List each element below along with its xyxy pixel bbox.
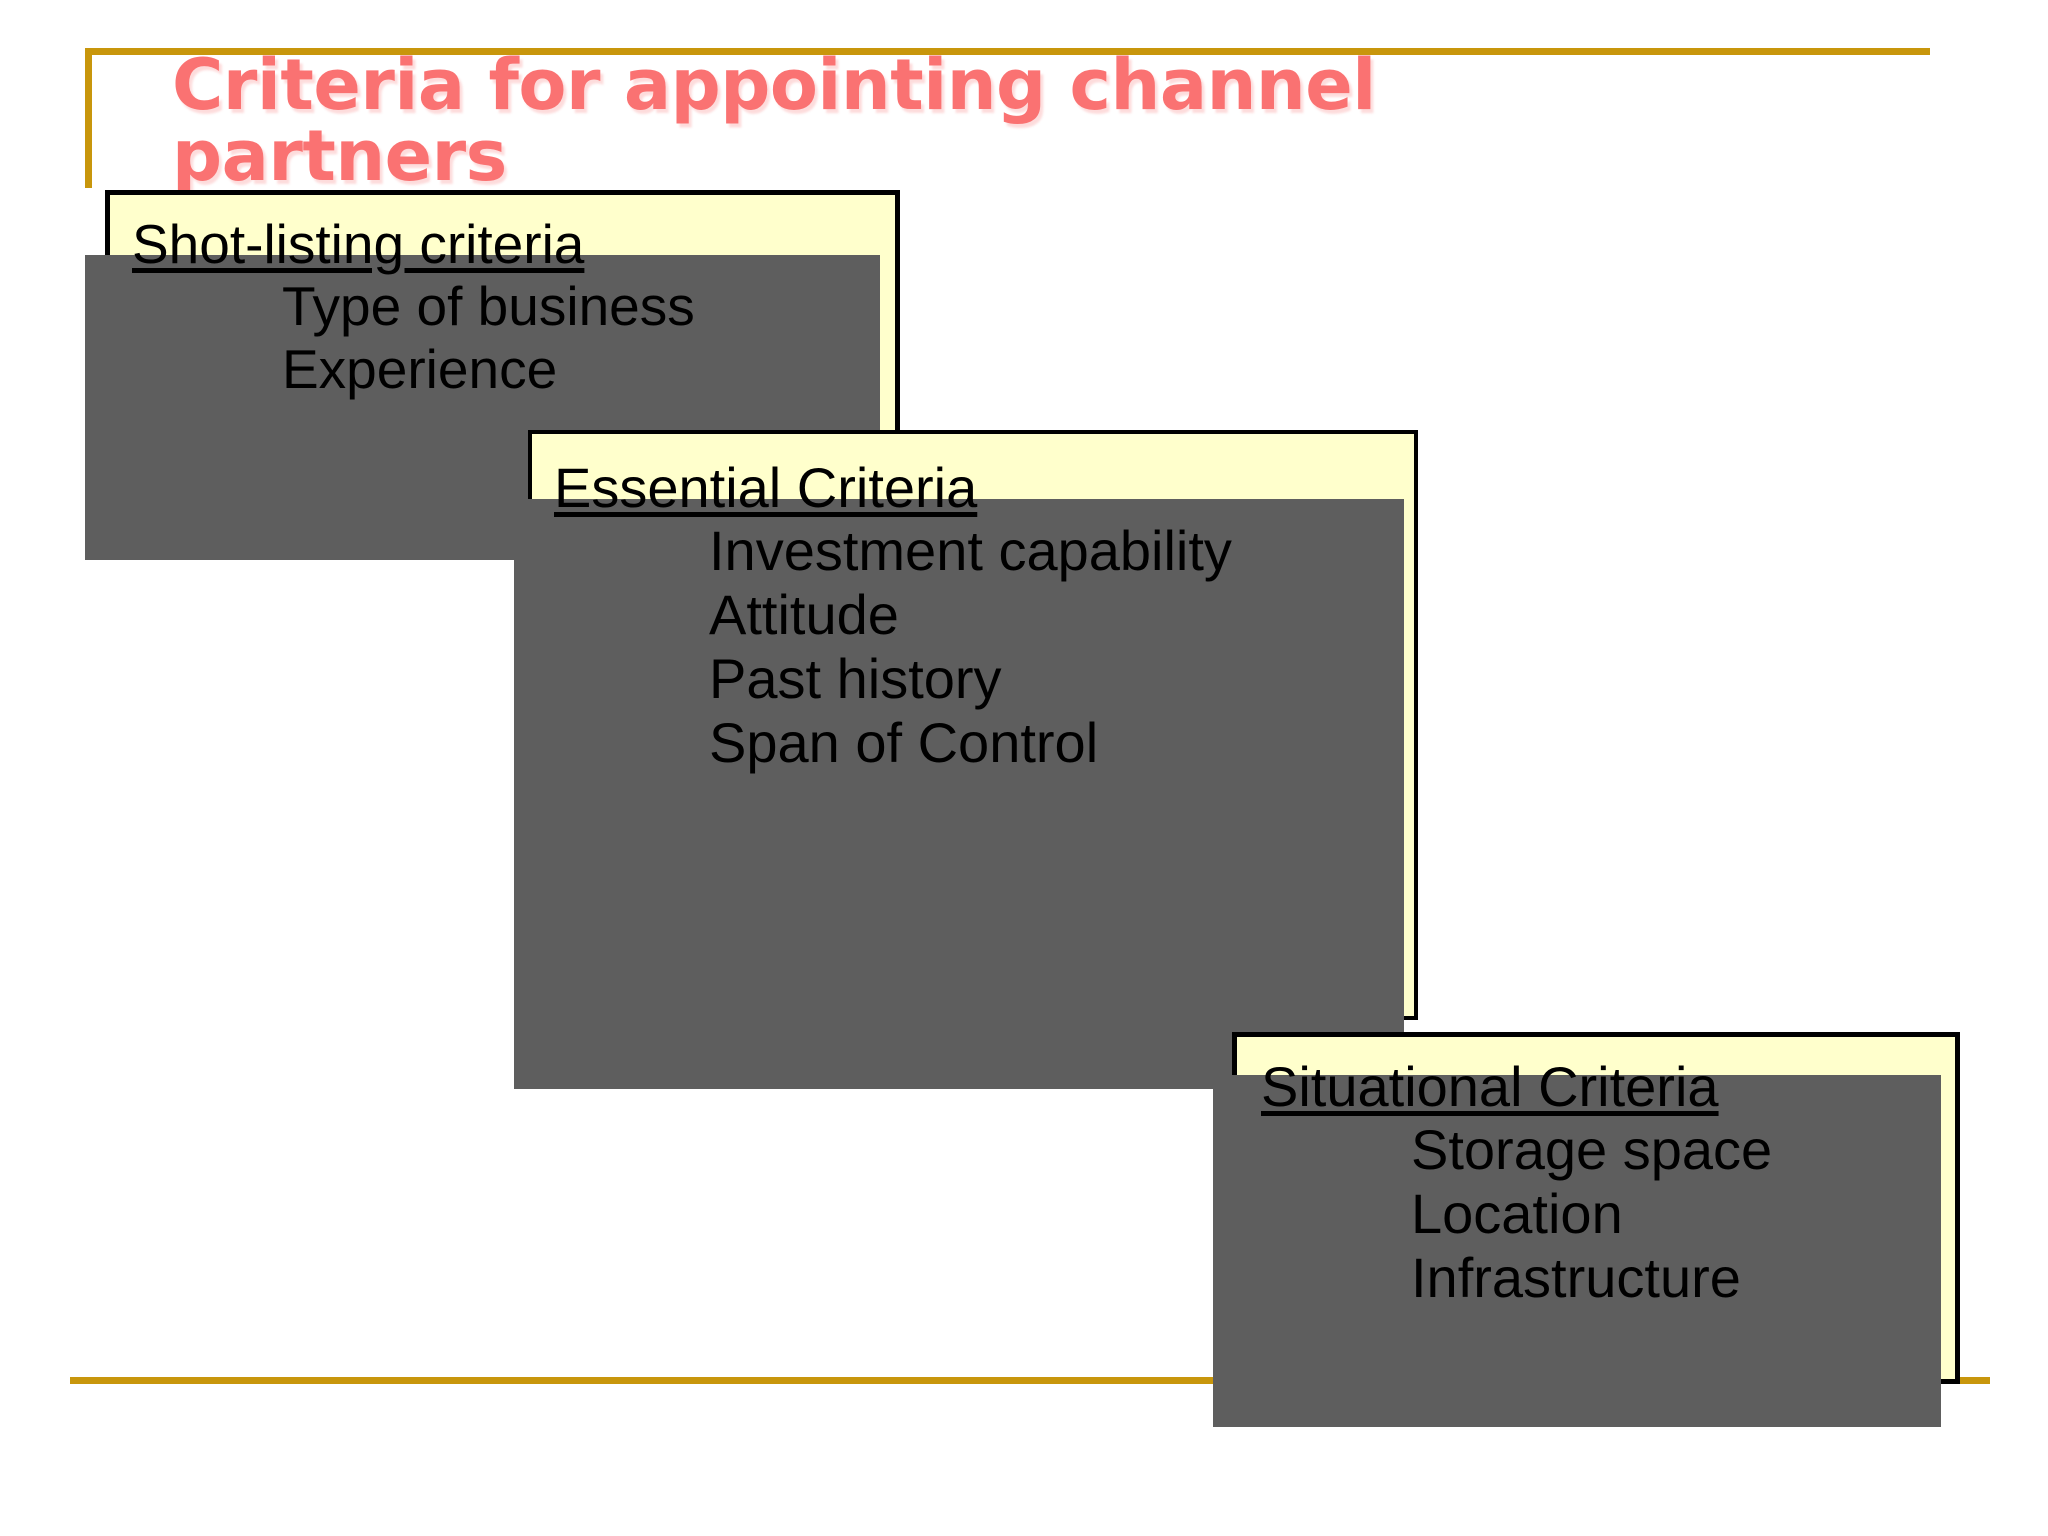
list-item: Attitude: [709, 583, 899, 647]
box-item-list-shortlisting: Type of business Experience: [132, 275, 895, 400]
list-item: Infrastructure: [1411, 1245, 1741, 1309]
box-heading-shortlisting: Shot-listing criteria: [132, 213, 585, 275]
box-heading-essential: Essential Criteria: [554, 456, 978, 519]
list-item: Past history: [709, 646, 1002, 710]
criteria-box-shortlisting: Shot-listing criteria Type of business E…: [85, 190, 900, 560]
slide-title: Criteria for appointing channel partners: [172, 44, 1376, 198]
box-heading-situational: Situational Criteria: [1261, 1055, 1719, 1118]
list-item: Experience: [282, 337, 558, 400]
left-gold-rule: [85, 48, 92, 188]
criteria-box-essential: Essential Criteria Investment capability…: [514, 430, 1418, 1089]
bottom-gold-rule: [70, 1377, 1990, 1384]
criteria-box-situational: Situational Criteria Storage space Locat…: [1213, 1032, 1960, 1427]
list-item: Location: [1411, 1182, 1623, 1246]
list-item: Investment capability: [709, 519, 1232, 583]
top-gold-rule: [85, 48, 1930, 55]
box-item-list-situational: Storage space Location Infrastructure: [1261, 1118, 1955, 1309]
list-item: Span of Control: [709, 710, 1099, 774]
box-item-list-essential: Investment capability Attitude Past hist…: [554, 519, 1414, 774]
list-item: Type of business: [282, 275, 695, 338]
list-item: Storage space: [1411, 1118, 1773, 1182]
